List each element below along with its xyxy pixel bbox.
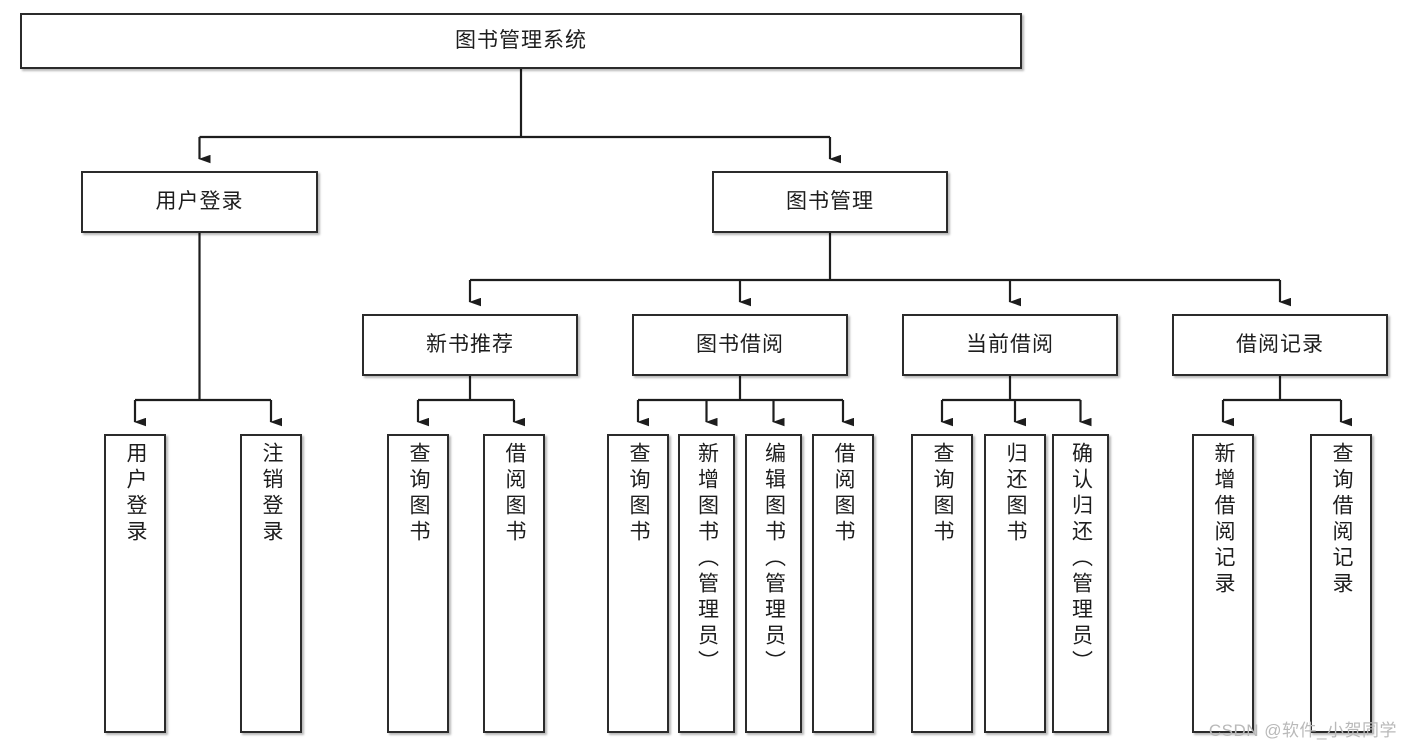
node-label: 归还图书 bbox=[1004, 442, 1028, 546]
node-label: 图书管理系统 bbox=[455, 29, 587, 53]
node-borrow-record[interactable]: 借阅记录 bbox=[1172, 314, 1388, 376]
node-book-borrow[interactable]: 图书借阅 bbox=[632, 314, 848, 376]
node-leaf-borrow-book-1[interactable]: 借阅图书 bbox=[483, 434, 545, 733]
node-leaf-query-book-1[interactable]: 查询图书 bbox=[387, 434, 449, 733]
node-leaf-logout[interactable]: 注销登录 bbox=[240, 434, 302, 733]
node-book-management-system[interactable]: 图书管理系统 bbox=[20, 13, 1022, 69]
node-label: 查询图书 bbox=[931, 442, 955, 546]
node-label: 借阅图书 bbox=[503, 442, 527, 546]
node-label: 新增图书（管理员） bbox=[695, 442, 719, 676]
node-label: 新增借阅记录 bbox=[1212, 442, 1236, 598]
node-leaf-return-book[interactable]: 归还图书 bbox=[984, 434, 1046, 733]
node-new-book-recommend[interactable]: 新书推荐 bbox=[362, 314, 578, 376]
node-label: 借阅记录 bbox=[1236, 333, 1324, 357]
node-leaf-query-book-3[interactable]: 查询图书 bbox=[911, 434, 973, 733]
node-leaf-query-record[interactable]: 查询借阅记录 bbox=[1310, 434, 1372, 733]
node-leaf-add-book[interactable]: 新增图书（管理员） bbox=[678, 434, 735, 733]
node-label: 确认归还（管理员） bbox=[1069, 442, 1093, 676]
node-label: 借阅图书 bbox=[832, 442, 856, 546]
node-label: 查询图书 bbox=[407, 442, 431, 546]
node-label: 新书推荐 bbox=[426, 333, 514, 357]
node-label: 图书管理 bbox=[786, 190, 874, 214]
watermark-text: CSDN @软件_小贺同学 bbox=[1208, 721, 1397, 740]
node-leaf-borrow-book-2[interactable]: 借阅图书 bbox=[812, 434, 874, 733]
node-current-borrow[interactable]: 当前借阅 bbox=[902, 314, 1118, 376]
node-leaf-add-record[interactable]: 新增借阅记录 bbox=[1192, 434, 1254, 733]
node-label: 图书借阅 bbox=[696, 333, 784, 357]
node-leaf-confirm-return[interactable]: 确认归还（管理员） bbox=[1052, 434, 1109, 733]
node-label: 用户登录 bbox=[155, 190, 244, 214]
node-label: 当前借阅 bbox=[966, 333, 1054, 357]
node-label: 注销登录 bbox=[260, 442, 284, 546]
node-label: 查询借阅记录 bbox=[1330, 442, 1354, 598]
node-leaf-edit-book[interactable]: 编辑图书（管理员） bbox=[745, 434, 802, 733]
node-leaf-user-login[interactable]: 用户登录 bbox=[104, 434, 166, 733]
node-book-manage[interactable]: 图书管理 bbox=[712, 171, 948, 233]
node-label: 查询图书 bbox=[627, 442, 651, 546]
node-leaf-query-book-2[interactable]: 查询图书 bbox=[607, 434, 669, 733]
node-label: 用户登录 bbox=[124, 442, 148, 546]
node-user-login[interactable]: 用户登录 bbox=[81, 171, 318, 233]
node-label: 编辑图书（管理员） bbox=[762, 442, 786, 676]
